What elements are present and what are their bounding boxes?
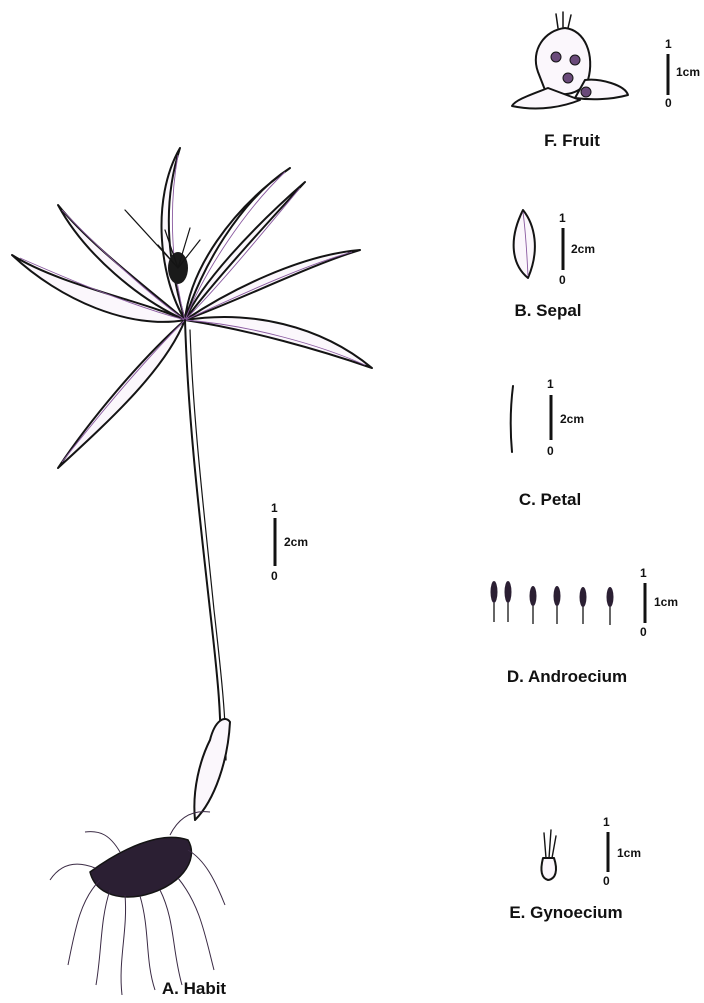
petal-scale-unit: 2cm: [560, 412, 584, 426]
habit-scale-bottom: 0: [271, 569, 278, 583]
stamen: [554, 586, 561, 624]
habit-rhizome: [90, 837, 191, 897]
stamen: [505, 581, 512, 622]
stamen: [580, 587, 587, 624]
habit-caption: A. Habit: [162, 979, 227, 998]
sepal-scale-bar: 1 2cm 0: [559, 211, 595, 287]
fruit-illustration: [512, 12, 628, 108]
habit-stem: [185, 320, 221, 760]
petal-scale-bottom: 0: [547, 444, 554, 458]
habit-leaves: [12, 148, 372, 468]
leaf: [161, 148, 185, 320]
habit-scale-unit: 2cm: [284, 535, 308, 549]
leaf: [185, 317, 372, 368]
gynoecium-scale-unit: 1cm: [617, 846, 641, 860]
petal-caption: C. Petal: [519, 490, 581, 509]
sepal-illustration: [514, 210, 535, 278]
gynoecium-caption: E. Gynoecium: [509, 903, 622, 922]
androecium-scale-top: 1: [640, 566, 647, 580]
sepal-scale-bottom: 0: [559, 273, 566, 287]
petal-scale-top: 1: [547, 377, 554, 391]
androecium-caption: D. Androecium: [507, 667, 627, 686]
leaf: [58, 320, 185, 468]
sepal-caption: B. Sepal: [514, 301, 581, 320]
stamen: [607, 587, 614, 625]
fruit-scale-bottom: 0: [665, 96, 672, 110]
fruit-caption: F. Fruit: [544, 131, 600, 150]
habit-scale-bar: 1 2cm 0: [271, 501, 308, 583]
habit-sheath: [194, 719, 230, 820]
fruit-scale-bar: 1 1cm 0: [665, 37, 700, 110]
gynoecium-scale-bar: 1 1cm 0: [603, 815, 641, 888]
gynoecium-scale-bottom: 0: [603, 874, 610, 888]
gynoecium-scale-top: 1: [603, 815, 610, 829]
androecium-scale-unit: 1cm: [654, 595, 678, 609]
androecium-illustration: [491, 581, 614, 625]
androecium-scale-bottom: 0: [640, 625, 647, 639]
leaf: [185, 182, 305, 320]
habit-scale-top: 1: [271, 501, 278, 515]
fruit-scale-top: 1: [665, 37, 672, 51]
sepal-scale-top: 1: [559, 211, 566, 225]
petal-scale-bar: 1 2cm 0: [547, 377, 584, 458]
habit-roots: [50, 812, 225, 995]
sepal-scale-unit: 2cm: [571, 242, 595, 256]
fruit-scale-unit: 1cm: [676, 65, 700, 79]
stamen: [491, 581, 498, 622]
stamen: [530, 586, 537, 624]
androecium-scale-bar: 1 1cm 0: [640, 566, 678, 639]
gynoecium-illustration: [541, 830, 556, 880]
habit-illustration: [12, 148, 372, 995]
petal-illustration: [511, 386, 513, 452]
